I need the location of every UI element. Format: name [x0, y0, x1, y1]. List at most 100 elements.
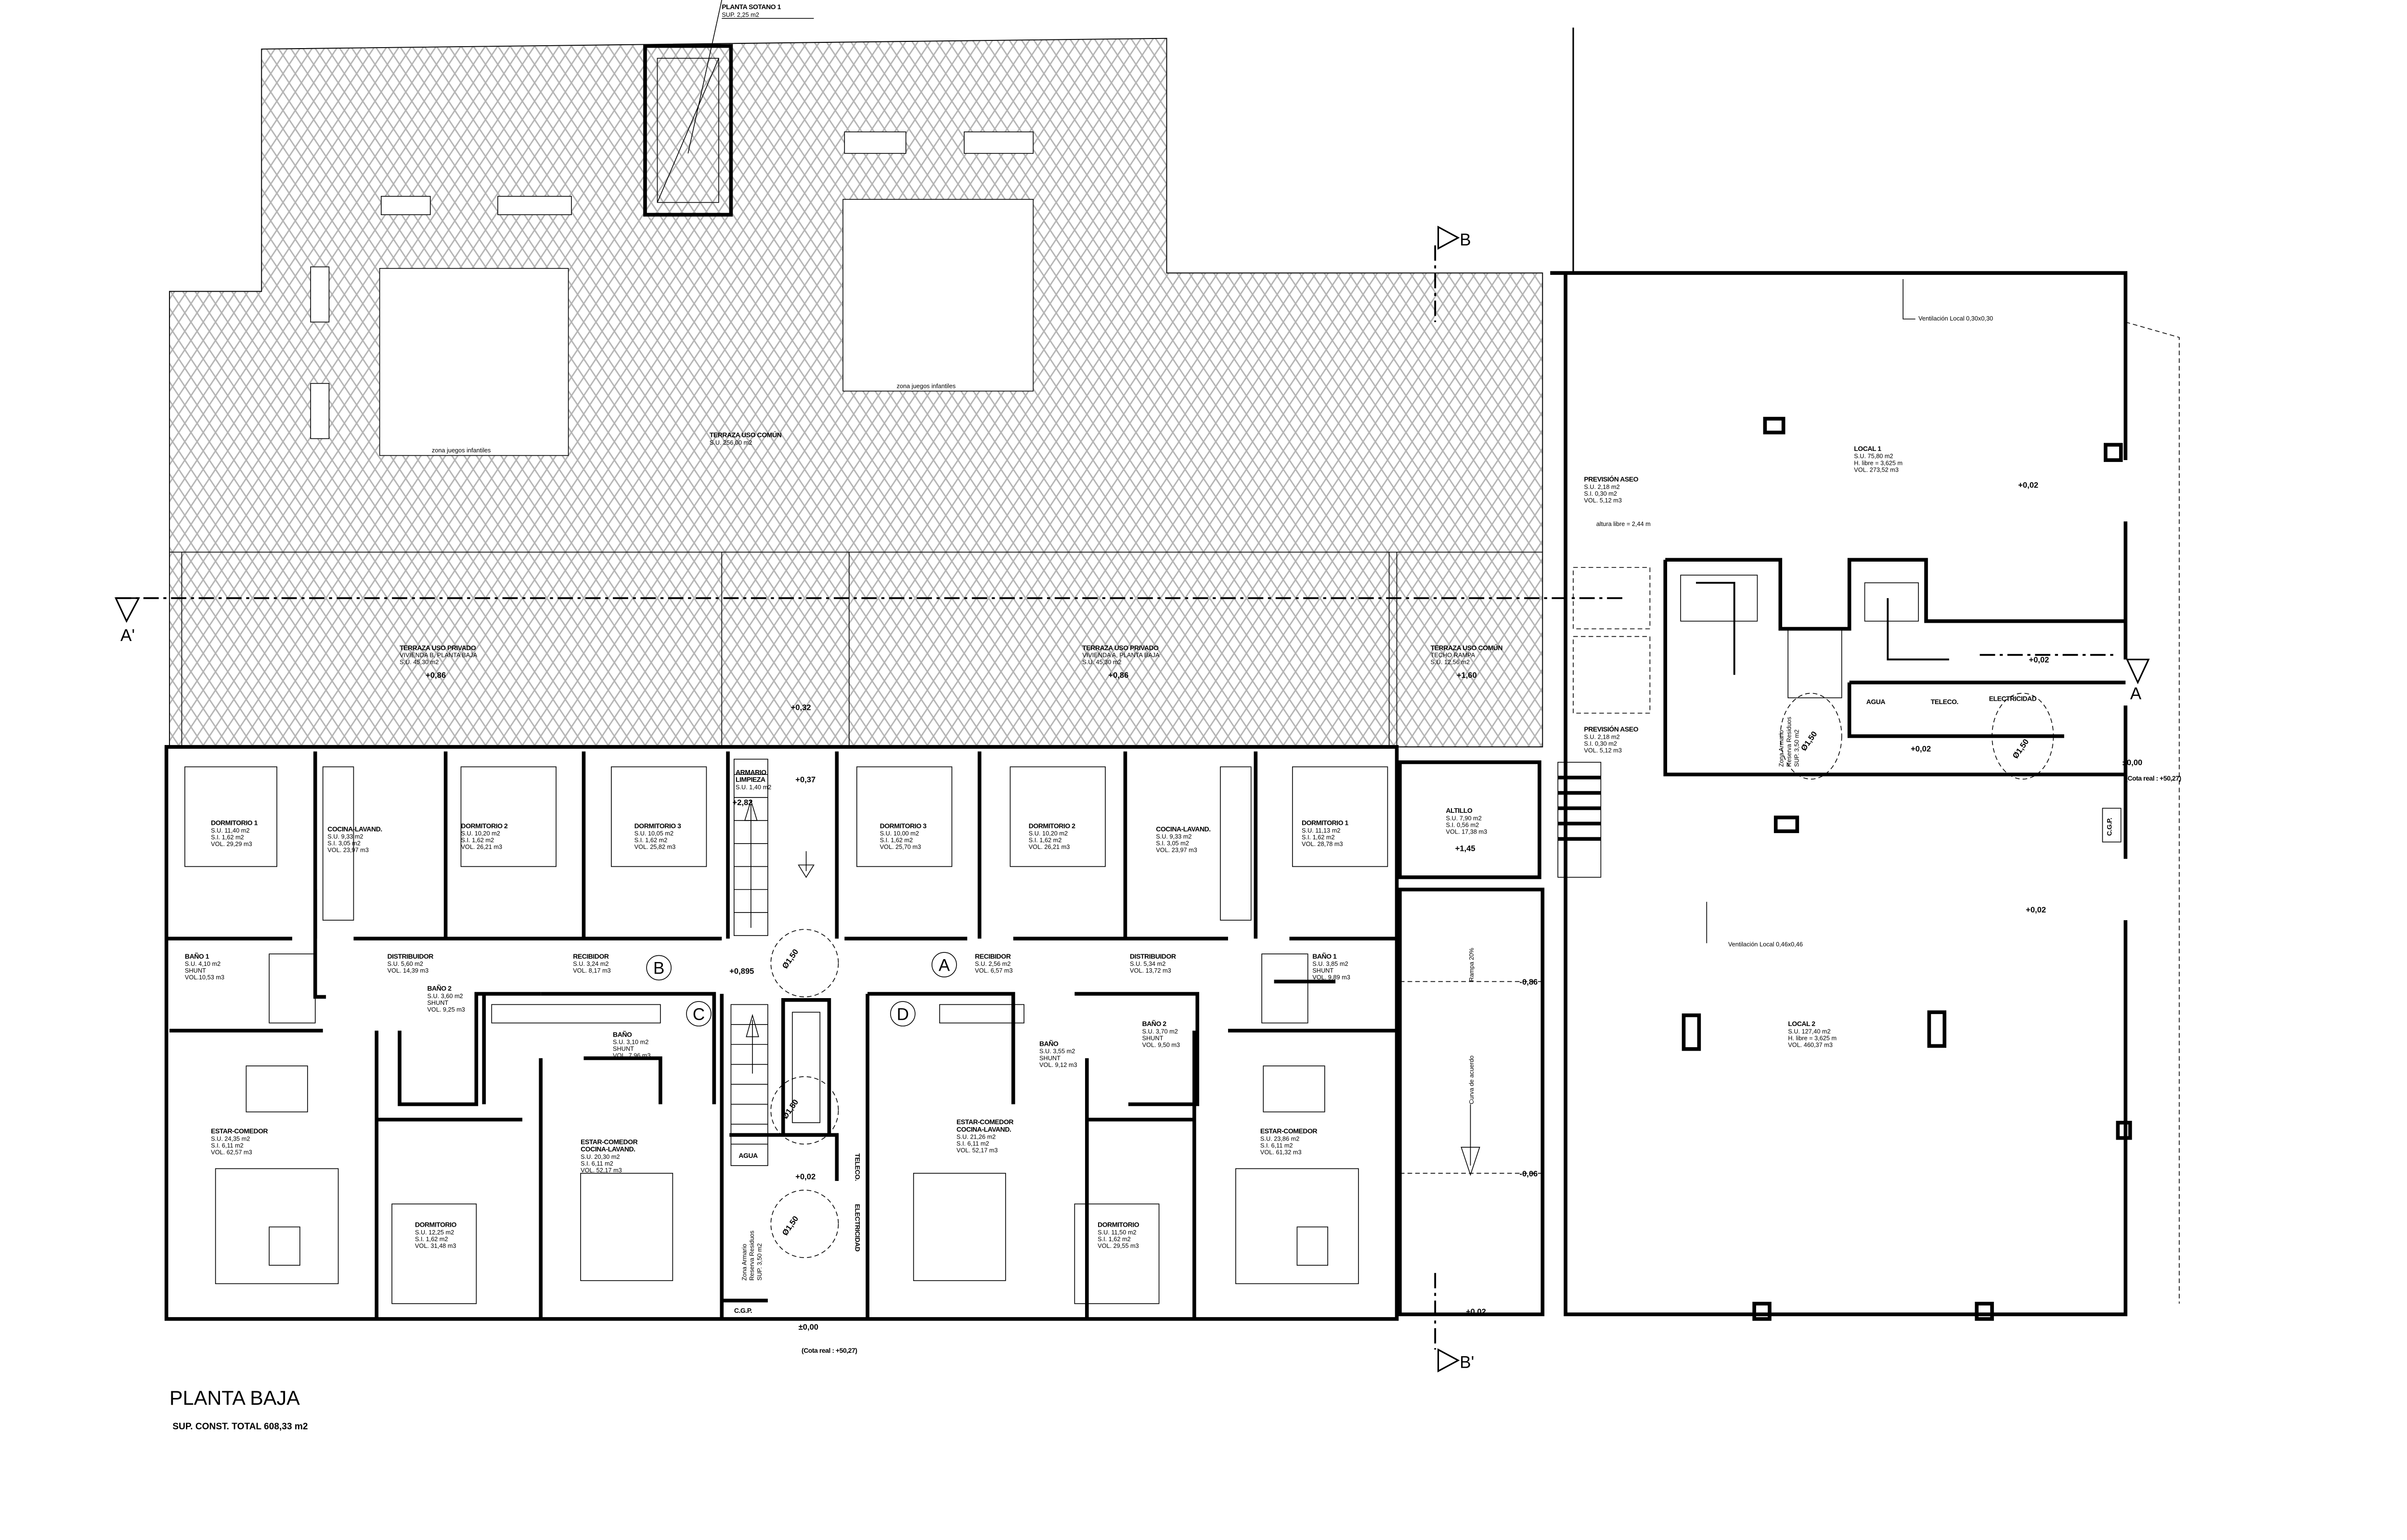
room-area-line: SHUNT [185, 967, 206, 974]
room-area-line: S.I. 3,05 m2 [1156, 840, 1189, 847]
room-area-line: SHUNT [1039, 1054, 1061, 1062]
room-area-line: VOL. 14,39 m3 [388, 967, 429, 974]
room-area-line: S.U. 3,85 m2 [1312, 960, 1348, 967]
waste-storage-label: SUP. 3,50 m2 [1793, 730, 1800, 767]
room-name: PREVISIÓN ASEO [1584, 725, 1638, 733]
room-area-line: VOL. 9,12 m3 [1039, 1061, 1077, 1068]
room-area-line: VOL.10,53 m3 [185, 974, 224, 981]
room-area-line: VOL. 8,17 m3 [573, 967, 611, 974]
room-area-line: SHUNT [1312, 967, 1333, 974]
room-area-line: S.I. 6,11 m2 [1260, 1142, 1293, 1149]
room-area-line: S.U. 1,40 m2 [736, 783, 771, 791]
playground-label: zona juegos infantiles [432, 447, 491, 454]
room-name: DORMITORIO 1 [211, 819, 258, 827]
room-name: DORMITORIO [415, 1220, 457, 1228]
room-name: BAÑO 1 [185, 952, 209, 960]
room-name: LOCAL 2 [1788, 1020, 1815, 1027]
room-area-line: VOL. 273,52 m3 [1854, 466, 1899, 473]
terrace-area: S.U. 45,30 m2 [400, 658, 439, 666]
dwelling-marker-a: A [939, 956, 950, 975]
room-name: DORMITORIO 3 [634, 822, 681, 830]
total-built-area: SUP. CONST. TOTAL 608,33 m2 [172, 1422, 308, 1432]
room-name: DISTRIBUIDOR [1130, 952, 1176, 960]
terrace-area: S.U. 12,56 m2 [1431, 658, 1470, 666]
room-area-line: VOL. 26,21 m3 [1029, 843, 1070, 850]
room-area-line: S.U. 75,80 m2 [1854, 452, 1893, 460]
room-area-line: H. libre = 3,625 m [1854, 459, 1902, 466]
ventilation-note: Ventilación Local 0,46x0,46 [1728, 940, 1803, 948]
level-mark: +0,02 [1911, 744, 1931, 754]
room-name: ESTAR-COMEDOR [1260, 1127, 1317, 1135]
room-area-line: S.U. 5,34 m2 [1130, 960, 1165, 967]
room-area-line: S.U. 3,55 m2 [1039, 1048, 1075, 1055]
room-area-line: VOL. 9,50 m3 [1142, 1041, 1180, 1048]
playground-label: zona juegos infantiles [897, 382, 956, 389]
room-area-line: S.I. 1,62 m2 [1029, 836, 1062, 844]
room-name: LIMPIEZA [736, 776, 765, 783]
room-area-line: VOL. 5,12 m3 [1584, 497, 1622, 504]
room-area-line: S.I. 1,62 m2 [1302, 834, 1335, 841]
room-area-line: S.U. 2,56 m2 [975, 960, 1010, 967]
common-terrace-area: S.U. 256,00 m2 [710, 439, 752, 446]
room-area-line: S.U. 11,50 m2 [1098, 1229, 1136, 1236]
level-mark: +0,32 [791, 703, 811, 712]
room-area-line: VOL. 23,97 m3 [1156, 847, 1197, 854]
waste-storage-label: Zona Armario [740, 1244, 748, 1281]
room-area-line: S.U. 3,70 m2 [1142, 1027, 1178, 1035]
room-area-line: S.U. 23,86 m2 [1260, 1135, 1299, 1142]
level-mark: ±0,00 [2122, 758, 2142, 767]
room-area-line: SHUNT [427, 999, 448, 1006]
room-name: DORMITORIO [1098, 1220, 1139, 1228]
room-name: COCINA-LAVAND. [327, 825, 382, 833]
dwelling-marker-circles [646, 952, 957, 1027]
cgp-box: C.G.P. [2106, 818, 2113, 835]
room-area-line: S.U. 3,10 m2 [613, 1039, 648, 1046]
service-room-electricity: ELECTRICIDAD [854, 1204, 862, 1252]
room-name: ARMARIO [736, 768, 766, 776]
room-area-line: VOL. 5,12 m3 [1584, 746, 1622, 754]
room-area-line: S.I. 0,56 m2 [1446, 821, 1479, 828]
room-name: DISTRIBUIDOR [388, 952, 434, 960]
drawing-title: PLANTA BAJA [169, 1387, 300, 1409]
room-area-line: S.U. 11,40 m2 [211, 827, 249, 834]
room-area-line: S.U. 24,35 m2 [211, 1135, 250, 1142]
room-name: DORMITORIO 3 [880, 822, 927, 830]
room-area-line: S.I. 6,11 m2 [581, 1160, 613, 1167]
room-area-line: S.I. 0,30 m2 [1584, 740, 1617, 747]
level-mark: +0,86 [426, 671, 446, 680]
room-area-line: S.I. 1,62 m2 [461, 836, 494, 844]
basement-name: PLANTA SOTANO 1 [722, 3, 781, 11]
level-mark: -0,06 [1519, 1169, 1538, 1178]
room-area-line: S.I. 6,11 m2 [211, 1142, 244, 1149]
room-area-line: VOL. 25,82 m3 [634, 843, 676, 850]
room-area-line: S.U. 10,05 m2 [634, 830, 673, 837]
level-mark: +0,02 [2029, 655, 2049, 665]
room-name: ESTAR-COMEDOR [211, 1127, 268, 1135]
room-area-line: S.U. 9,33 m2 [327, 833, 363, 840]
real-elevation-note: (Cota real : +50,27) [802, 1347, 857, 1354]
level-mark: +0,02 [2018, 480, 2038, 489]
room-area-line: S.U. 2,18 m2 [1584, 733, 1619, 740]
room-area-line: S.U. 5,60 m2 [388, 960, 423, 967]
room-area-line: S.U. 10,20 m2 [461, 830, 500, 837]
room-name: RECIBIDOR [573, 952, 609, 960]
room-name: BAÑO [1039, 1039, 1059, 1047]
room-area-line: S.U. 3,24 m2 [573, 960, 608, 967]
real-elevation-note: (Cota real : +50,27) [2125, 774, 2181, 782]
room-area-line: VOL. 52,17 m3 [957, 1147, 998, 1154]
terrace-description: VIVIENDA A, PLANTA BAJA [1082, 652, 1160, 659]
room-area-line: VOL. 6,57 m3 [975, 967, 1013, 974]
room-area-line: VOL. 52,17 m3 [581, 1167, 622, 1174]
room-area-line: VOL. 23,97 m3 [327, 847, 369, 854]
room-area-line: S.I. 1,62 m2 [634, 836, 668, 844]
service-room-water: AGUA [1866, 698, 1886, 706]
room-area-line: VOL. 61,32 m3 [1260, 1148, 1302, 1155]
room-name: PREVISIÓN ASEO [1584, 475, 1638, 483]
room-area-line: VOL. 62,57 m3 [211, 1148, 252, 1155]
section-marker-b: B [1460, 231, 1471, 249]
terrace-area: S.U. 45,30 m2 [1082, 658, 1121, 666]
level-mark: +1,45 [1455, 844, 1475, 853]
common-terrace-name: TERRAZA USO COMÚN [710, 430, 782, 438]
level-mark: +2,82 [733, 798, 753, 807]
